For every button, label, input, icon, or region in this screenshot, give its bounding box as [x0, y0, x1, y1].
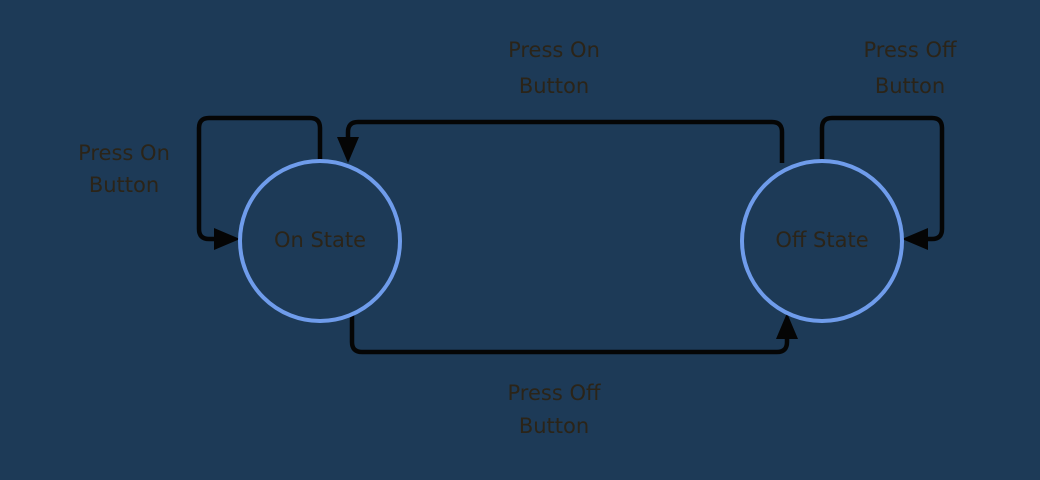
- transition-off-self-loop-arrowhead: [902, 228, 928, 250]
- state-circle-off: [740, 159, 904, 323]
- state-label-on: On State: [274, 228, 366, 252]
- transition-label-on-self-loop-line2: Button: [89, 173, 159, 197]
- transition-label-on-self-loop: Press On Button: [78, 141, 170, 197]
- transition-label-off-to-on-line1: Press On: [508, 38, 600, 62]
- state-node-on[interactable]: On State: [238, 159, 402, 323]
- transition-label-off-self-loop-line1: Press Off: [864, 38, 957, 62]
- transition-on-self-loop-path: [196, 115, 323, 242]
- transition-on-self-loop[interactable]: [196, 115, 323, 250]
- state-label-off: Off State: [775, 228, 868, 252]
- transition-label-on-to-off: Press Off Button: [508, 381, 601, 438]
- transition-on-self-loop-arrowhead: [214, 228, 240, 250]
- transition-off-to-on-arrowhead: [337, 137, 359, 163]
- state-circle-on: [238, 159, 402, 323]
- transition-on-to-off[interactable]: [349, 313, 798, 355]
- transition-off-self-loop-path: [819, 115, 945, 242]
- transition-on-to-off-path: [349, 314, 790, 355]
- transition-label-on-self-loop-line1: Press On: [78, 141, 170, 165]
- transition-label-off-self-loop-line2: Button: [875, 74, 945, 98]
- transition-label-on-to-off-line1: Press Off: [508, 381, 601, 405]
- transition-off-self-loop[interactable]: [819, 115, 945, 250]
- transition-off-to-on[interactable]: [337, 119, 785, 163]
- transition-on-to-off-arrowhead: [776, 313, 798, 339]
- transition-label-on-to-off-line2: Button: [519, 414, 589, 438]
- transition-off-to-on-path: [345, 119, 785, 163]
- transition-label-off-to-on: Press On Button: [508, 38, 600, 98]
- state-node-off[interactable]: Off State: [740, 159, 904, 323]
- transition-label-off-to-on-line2: Button: [519, 74, 589, 98]
- transition-label-off-self-loop: Press Off Button: [864, 38, 957, 98]
